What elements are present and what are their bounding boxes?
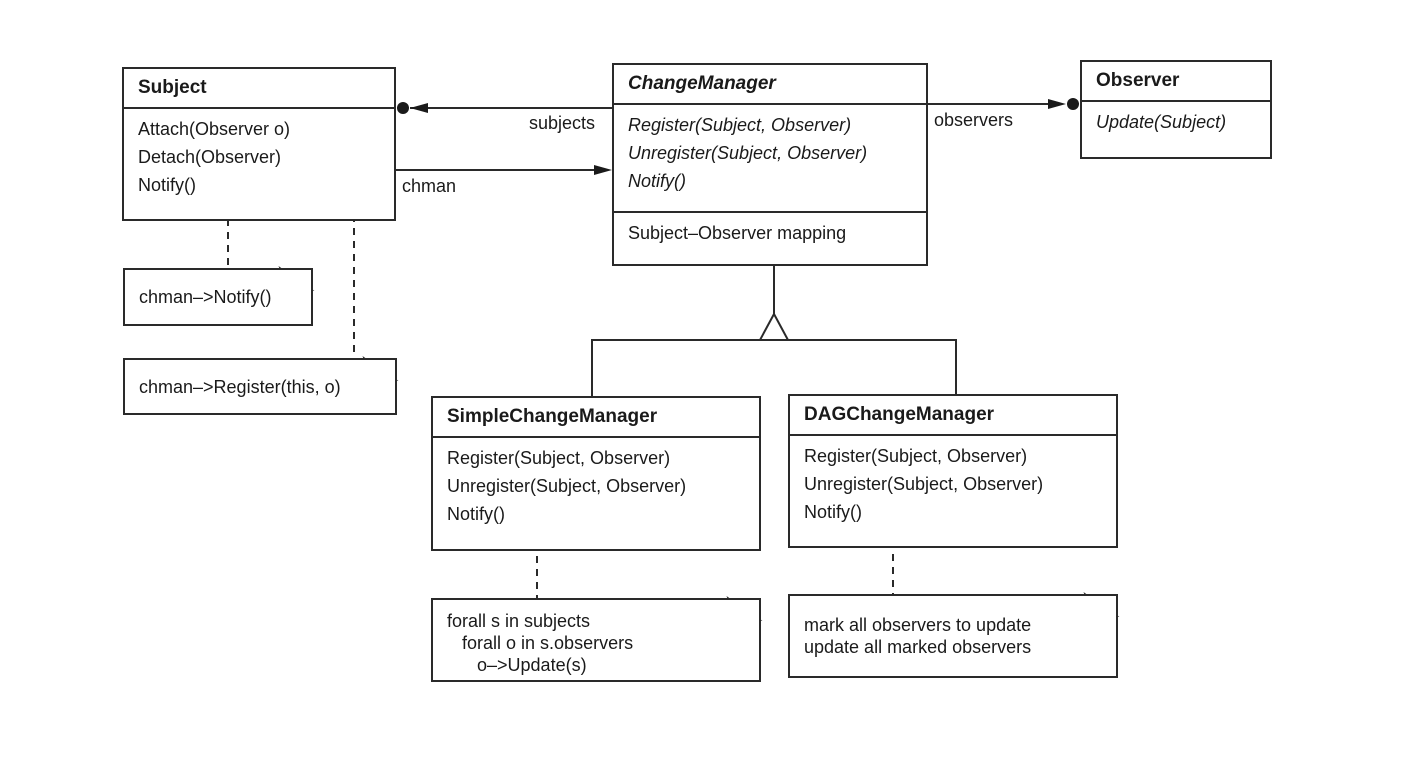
note-subject-notify: chman–>Notify() [123,268,313,326]
subjects-endpoint-dot [397,102,409,114]
dagchangemanager-class-title: DAGChangeManager [804,404,995,425]
inheritance-triangle [758,311,790,341]
dagchangemanager-operations: Register(Subject, Observer) Unregister(S… [790,434,1116,532]
observer-operations: Update(Subject) [1082,100,1270,142]
changemanager-attr-mapping: Subject–Observer mapping [628,223,847,243]
note-dag-line-2: update all marked observers [804,637,1032,657]
simplechangemanager-op-notify: Notify() [447,504,505,524]
dagchangemanager-op-notify: Notify() [804,502,862,522]
observer-class: Observer Update(Subject) [1080,60,1272,159]
subject-class: Subject Attach(Observer o) Detach(Observ… [122,67,396,221]
observers-arrowhead [1048,99,1066,109]
label-subjects: subjects [529,113,596,133]
inheritance-bar [591,339,957,396]
note-subject-attach: chman–>Register(this, o) [123,358,397,415]
changemanager-class: ChangeManager Register(Subject, Observer… [612,63,928,266]
label-observers: observers [934,110,1014,130]
note-subject-notify-text: chman–>Notify() [139,287,272,307]
subject-operations: Attach(Observer o) Detach(Observer) Noti… [124,107,394,216]
subjects-arrowhead [410,103,428,113]
observer-class-title: Observer [1096,70,1180,91]
note-simple-line-1: forall s in subjects [447,611,591,631]
label-chman: chman [402,176,457,196]
subject-class-title: Subject [138,77,207,98]
changemanager-operations: Register(Subject, Observer) Unregister(S… [614,103,926,211]
changemanager-op-notify: Notify() [628,171,686,191]
observers-endpoint-dot [1067,98,1079,110]
simplechangemanager-op-register: Register(Subject, Observer) [447,448,671,468]
subject-op-notify: Notify() [138,175,196,195]
chman-arrowhead [594,165,612,175]
changemanager-op-register: Register(Subject, Observer) [628,115,852,135]
simplechangemanager-op-unregister: Unregister(Subject, Observer) [447,476,687,496]
note-simple-line-2: forall o in s.observers [447,633,634,653]
note-dag-notify: mark all observers to update update all … [788,594,1118,678]
note-subject-attach-text: chman–>Register(this, o) [139,377,341,397]
observer-op-update: Update(Subject) [1096,112,1227,132]
note-simple-notify: forall s in subjects forall o in s.obser… [431,598,761,682]
dagchangemanager-op-register: Register(Subject, Observer) [804,446,1028,466]
simplechangemanager-class-title: SimpleChangeManager [447,406,658,427]
simplechangemanager-class: SimpleChangeManager Register(Subject, Ob… [431,396,761,551]
changemanager-attributes: Subject–Observer mapping [614,211,926,253]
changemanager-op-unregister: Unregister(Subject, Observer) [628,143,868,163]
subject-op-attach: Attach(Observer o) [138,119,291,139]
dagchangemanager-class: DAGChangeManager Register(Subject, Obser… [788,394,1118,548]
subject-op-detach: Detach(Observer) [138,147,282,167]
dagchangemanager-op-unregister: Unregister(Subject, Observer) [804,474,1044,494]
simplechangemanager-operations: Register(Subject, Observer) Unregister(S… [433,436,759,534]
note-simple-line-3: o–>Update(s) [447,655,587,675]
changemanager-class-title: ChangeManager [628,73,776,94]
note-dag-line-1: mark all observers to update [804,615,1032,635]
